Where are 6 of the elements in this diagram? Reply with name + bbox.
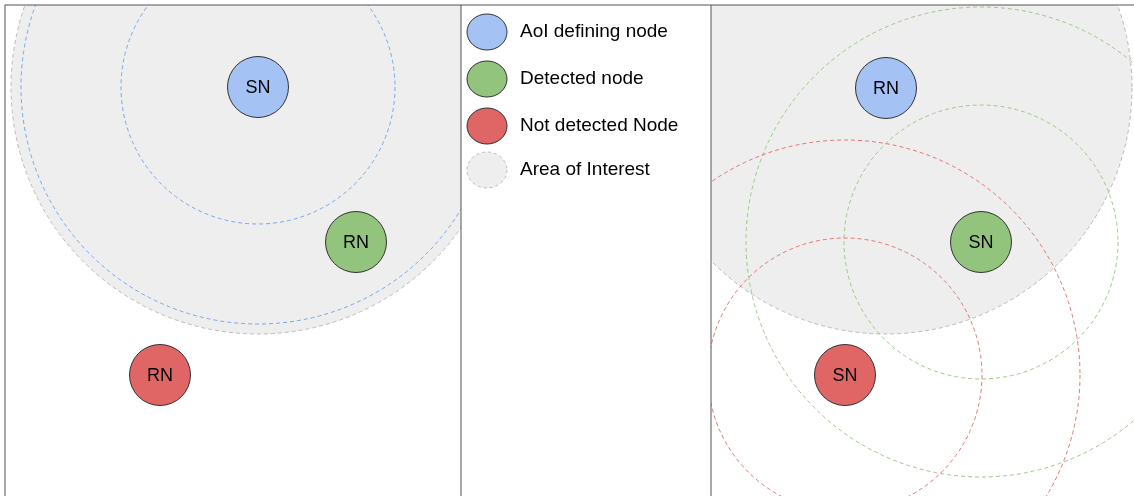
legend-label: AoI defining node bbox=[520, 20, 668, 42]
legend-label: Detected node bbox=[520, 67, 644, 89]
node-circle: SN bbox=[814, 344, 876, 406]
legend-label: Area of Interest bbox=[520, 158, 650, 180]
node-circle: RN bbox=[129, 344, 191, 406]
legend-label: Not detected Node bbox=[520, 114, 679, 136]
